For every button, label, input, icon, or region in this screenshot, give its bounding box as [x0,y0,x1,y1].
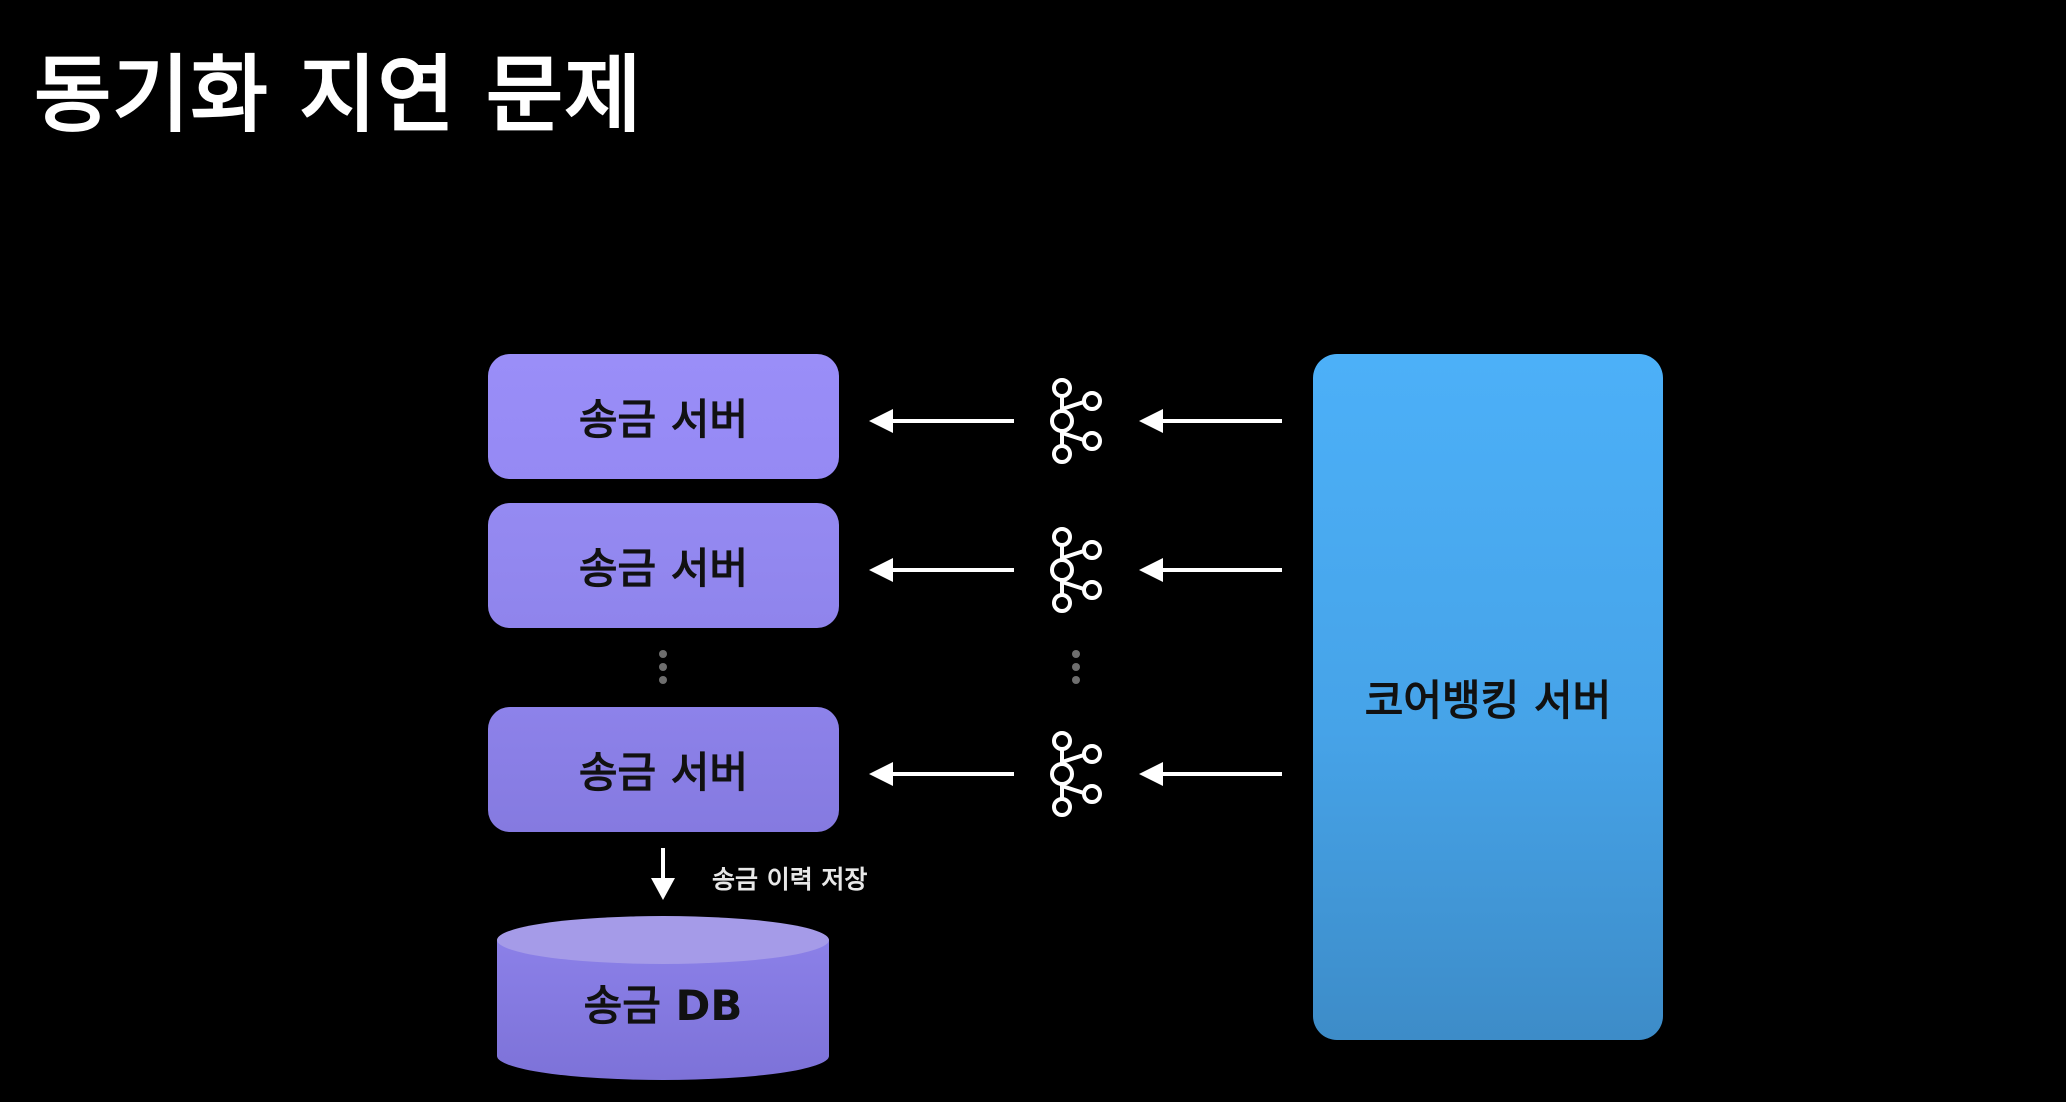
arrow-left-icon [869,762,1014,786]
kafka-icon [1050,527,1102,613]
arrow-left-icon [1139,558,1282,582]
db-caption: 송금 이력 저장 [712,865,868,894]
core-banking-server-label: 코어뱅킹 서버 [1364,675,1612,725]
remit-server-3: 송금 서버 [488,707,839,832]
kafka-icon [1050,731,1102,817]
core-banking-server: 코어뱅킹 서버 [1313,354,1663,1040]
remit-server-3-label: 송금 서버 [578,748,749,797]
arrow-left-icon [1139,762,1282,786]
arrow-left-icon [869,409,1014,433]
remit-server-1-label: 송금 서버 [578,395,749,444]
remit-server-2-label: 송금 서버 [578,544,749,593]
remit-server-1: 송금 서버 [488,354,839,479]
db-cylinder-icon [497,916,829,1080]
vertical-ellipsis-icon [659,650,667,684]
arrow-left-icon [869,558,1014,582]
arrow-down-icon [651,848,675,900]
remit-server-2: 송금 서버 [488,503,839,628]
arrow-left-icon [1139,409,1282,433]
page-title: 동기화 지연 문제 [34,46,643,144]
vertical-ellipsis-icon [1072,650,1080,684]
remit-db-label: 송금 DB [583,981,743,1030]
kafka-icon [1050,378,1102,464]
